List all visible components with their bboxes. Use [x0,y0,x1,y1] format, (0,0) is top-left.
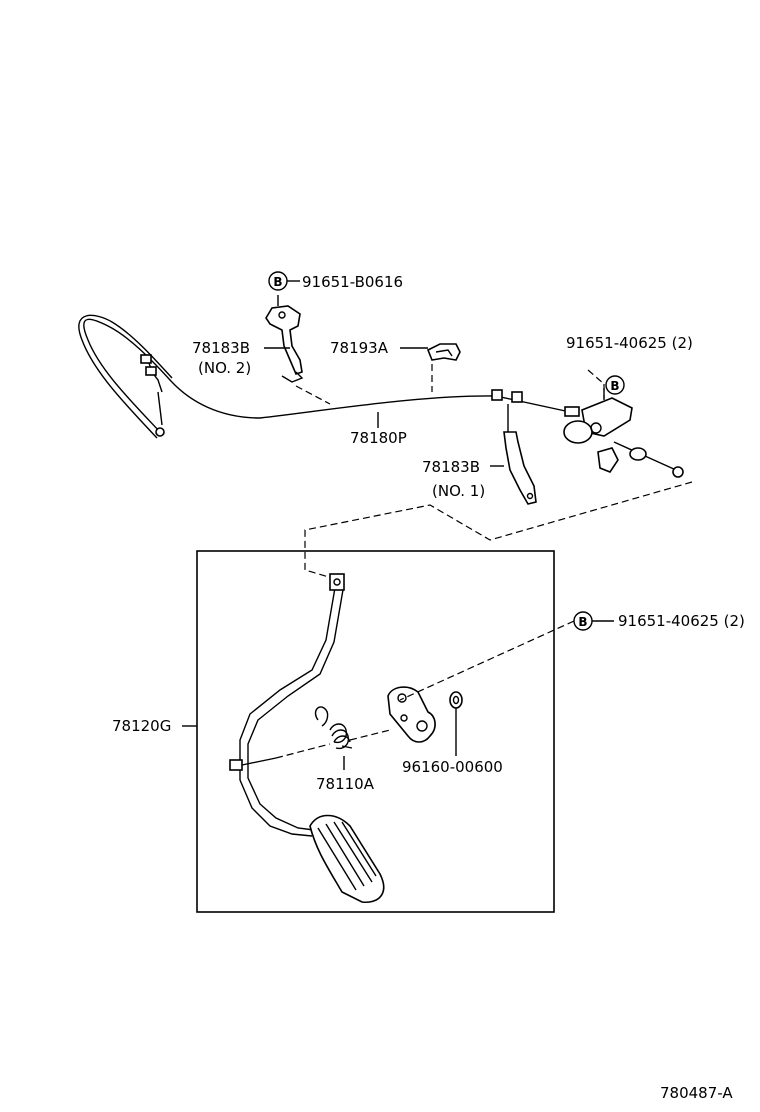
throttle-cable [78,314,580,439]
bolt-b-badge-icon: B [268,271,288,291]
svg-text:B: B [578,615,587,629]
svg-text:B: B [273,275,282,289]
label-bracket-no1-code: 78183B [422,458,480,476]
label-bolt-top: 91651-B0616 [302,273,403,291]
bolt-b-badge-icon: B [605,375,625,395]
washer [449,691,463,709]
label-bolt-right: 91651-40625 (2) [566,334,693,352]
label-spring: 78110A [316,775,375,793]
figure-id: 780487-A [660,1084,733,1102]
label-bracket-no2-code: 78183B [192,339,250,357]
cable-adjuster [491,389,503,401]
return-spring [314,706,353,770]
throttle-linkage [563,388,684,478]
bracket-no2 [265,295,304,383]
accelerator-pedal [229,573,385,903]
label-washer: 96160-00600 [402,758,503,776]
label-bracket-no2-sub: (NO. 2) [198,359,251,377]
label-pedal-assy: 78120G [112,717,171,735]
cable-clamp [426,343,461,392]
label-cable: 78180P [350,429,407,447]
pedal-link-callout [304,481,693,579]
cable-end-ball [155,427,165,437]
label-bolt-box: 91651-40625 (2) [618,612,745,630]
cable-end-fitting [140,354,152,364]
bracket-no1 [503,404,537,505]
pedal-bracket [387,686,463,756]
svg-text:B: B [610,379,619,393]
label-bracket-no1-sub: (NO. 1) [432,482,485,500]
label-clamp: 78193A [330,339,389,357]
bolt-b-badge-icon: B [573,611,593,631]
pedal-assembly-frame [196,550,555,913]
